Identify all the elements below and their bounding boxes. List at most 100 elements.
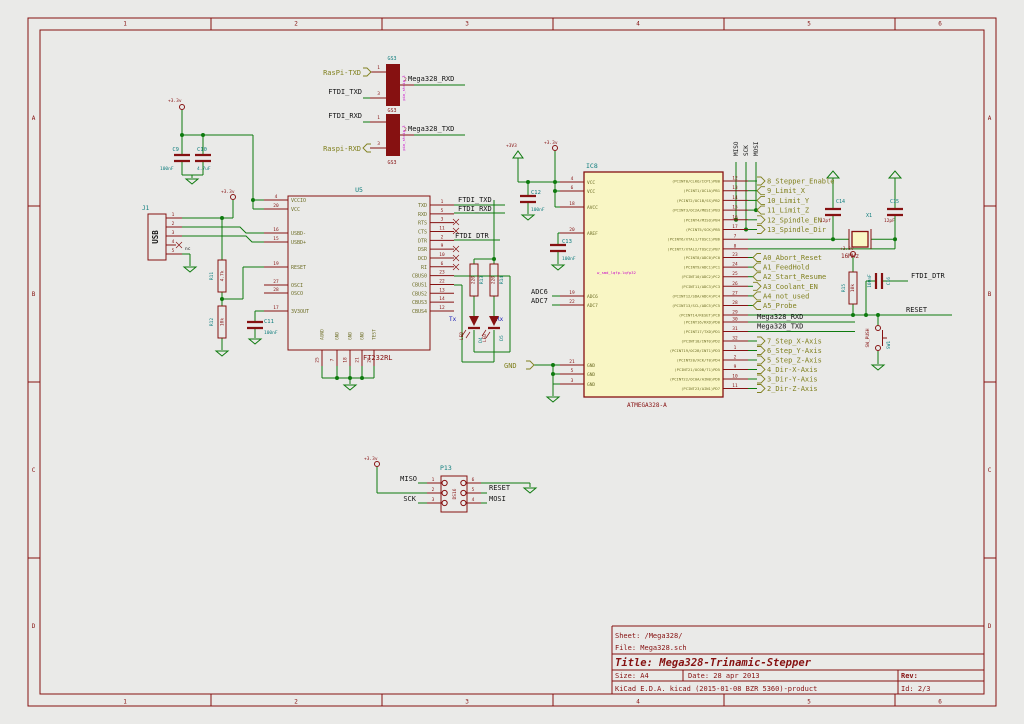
capacitor-c12[interactable]: C12 100nF: [520, 190, 545, 213]
global-label[interactable]: 5_Step_Z-Axis: [767, 357, 822, 365]
net-label[interactable]: MISO: [400, 475, 417, 483]
net-label[interactable]: SCK: [403, 495, 416, 503]
pin-number: 1: [734, 345, 737, 351]
global-label[interactable]: A1_FeedHold: [763, 264, 809, 272]
net-label[interactable]: MOSI: [489, 495, 506, 503]
led-tx-rx[interactable]: 220 R13 220 R14 Tx Rx LED D4 LED D5: [449, 263, 505, 343]
gnd-global-label[interactable]: GND: [504, 360, 535, 370]
global-label[interactable]: 6_Step_Y-Axis: [767, 347, 822, 355]
global-label[interactable]: A2_Start_Resume: [763, 273, 826, 281]
global-label[interactable]: GND: [504, 362, 517, 370]
ic-body[interactable]: [287, 195, 431, 351]
led-icon[interactable]: [469, 316, 479, 326]
capacitor-c9-c10[interactable]: C9 C10 100nF 4.7uF: [160, 147, 211, 172]
pin-number: 2: [404, 127, 407, 133]
net-label[interactable]: FTDI_DTR: [455, 232, 490, 240]
junction-dot: [551, 363, 555, 367]
net-label[interactable]: Mega328_TXD: [408, 125, 454, 133]
resistor-body[interactable]: [217, 305, 227, 339]
crystal-x1[interactable]: C14 12pf C15 12pF X1 16MHz: [820, 199, 903, 260]
wires: [181, 84, 952, 504]
component-value: 16MHz: [841, 253, 859, 260]
isp-vertical-labels[interactable]: MISO SCK MOSI: [733, 141, 760, 156]
resistor-body[interactable]: [217, 259, 227, 293]
net-label[interactable]: FTDI_RXD: [328, 112, 362, 120]
crystal-body[interactable]: [851, 230, 869, 248]
footprint-label: pin_strip_3: [401, 125, 406, 150]
global-label[interactable]: 7_Step_X-Axis: [767, 338, 822, 346]
led-icon[interactable]: [489, 316, 499, 326]
global-label[interactable]: A3_Coolant_EN: [763, 283, 818, 291]
global-label[interactable]: 13_Spindle_Dir: [767, 226, 826, 234]
net-label[interactable]: Mega328_TXD: [757, 323, 803, 331]
pin-number: 4: [571, 176, 574, 182]
global-label[interactable]: 3_Dir-Y-Axis: [767, 376, 818, 384]
net-label[interactable]: FTDI_RXD: [458, 205, 492, 213]
frame-column-label: 6: [938, 699, 942, 706]
power-label: +3.3v: [544, 140, 558, 146]
pin-name: CBUS3: [412, 300, 427, 306]
net-label[interactable]: MISO: [733, 141, 740, 156]
pin-number: 5: [571, 368, 574, 374]
jumper-gs3-bottom[interactable]: GS3 1 2 3 pin_strip_3: [370, 114, 414, 166]
global-label[interactable]: 10_Limit_Y: [767, 197, 810, 205]
global-label[interactable]: A0_Abort_Reset: [763, 254, 822, 262]
net-label[interactable]: Mega328_RXD: [757, 313, 803, 321]
pin-name: (PCINT17/TXD)PD1: [683, 329, 720, 334]
global-label[interactable]: 2_Dir-Z-Axis: [767, 385, 818, 393]
global-label[interactable]: RasPi-TXD: [323, 69, 361, 77]
component-ref: U5: [355, 186, 363, 194]
resistor-body[interactable]: [489, 263, 499, 297]
connector-body[interactable]: [440, 475, 468, 513]
pin-name: ADC6: [587, 294, 598, 300]
ft232-net-labels[interactable]: FTDI_TXD FTDI_RXD FTDI_DTR: [455, 196, 492, 240]
connector-body[interactable]: [147, 213, 167, 261]
net-label[interactable]: RESET: [489, 484, 511, 492]
resistor-body[interactable]: [469, 263, 479, 297]
global-label[interactable]: A4_not_used: [763, 292, 809, 300]
jumper-gs3-top[interactable]: GS3 GS3 1 2 3 pin_strip_3: [370, 56, 414, 114]
header-body[interactable]: [386, 114, 400, 156]
net-label[interactable]: MOSI: [753, 141, 760, 156]
resistor-r12[interactable]: R12 10k: [209, 305, 227, 339]
global-label[interactable]: 8_Stepper_Enable: [767, 178, 834, 186]
ic-ft232rl[interactable]: U5 FT232RL: [287, 186, 431, 362]
global-label[interactable]: 12_Spindle_EN: [767, 216, 822, 224]
frame-row-label: B: [32, 291, 36, 298]
global-label[interactable]: A5_Probe: [763, 302, 797, 310]
ic-atmega328[interactable]: IC8 ATMEGA328-A w_smd_lqfp-lqfp32: [583, 162, 724, 409]
usb-connector-j1[interactable]: J1 USB nc: [142, 205, 191, 261]
net-label[interactable]: Mega328_RXD: [408, 75, 454, 83]
global-label[interactable]: Raspi-RXD: [323, 145, 361, 153]
header-net-labels[interactable]: RasPi-TXD FTDI_TXD Mega328_RXD FTDI_RXD …: [323, 67, 454, 153]
capacitor-c13[interactable]: C13 100nF: [550, 239, 576, 262]
pin-name: AVCC: [587, 205, 598, 211]
global-label-shape: [756, 195, 765, 205]
resistor-r11[interactable]: R11 4.7k: [209, 259, 227, 293]
global-label[interactable]: 4_Dir-X-Axis: [767, 366, 818, 374]
global-label[interactable]: 9_Limit_X: [767, 187, 806, 195]
pin-number: 1: [432, 477, 435, 483]
header-body[interactable]: [386, 64, 400, 106]
pin-circle: [441, 479, 448, 487]
global-label[interactable]: 11_Limit_Z: [767, 207, 809, 215]
net-label[interactable]: ADC6: [531, 288, 548, 296]
pin-name: (PCINT8/ADC0)PC0: [683, 255, 720, 260]
reset-circuit[interactable]: R15 10k 100nF C16 FTDI_DTR RESET SW_PUSH…: [841, 271, 946, 351]
component-value: 12pF: [884, 218, 895, 224]
isp-connector-p13[interactable]: P13 DS16 MISO SCK RESET MOSI: [400, 464, 511, 513]
capacitor-c11[interactable]: C11 100nF: [247, 319, 278, 336]
net-label[interactable]: SCK: [743, 145, 750, 156]
resistor-body[interactable]: [848, 271, 858, 305]
net-label[interactable]: FTDI_TXD: [458, 196, 492, 204]
pin-number: 7: [734, 234, 737, 240]
led-arrows: [461, 329, 491, 339]
net-label[interactable]: FTDI_DTR: [911, 272, 946, 280]
pin-number: 9: [734, 364, 737, 370]
net-label[interactable]: FTDI_TXD: [328, 88, 362, 96]
net-label[interactable]: RESET: [906, 306, 928, 314]
ic-body[interactable]: [583, 171, 724, 398]
frame-row-label: C: [988, 467, 992, 474]
net-label[interactable]: ADC7: [531, 297, 548, 305]
